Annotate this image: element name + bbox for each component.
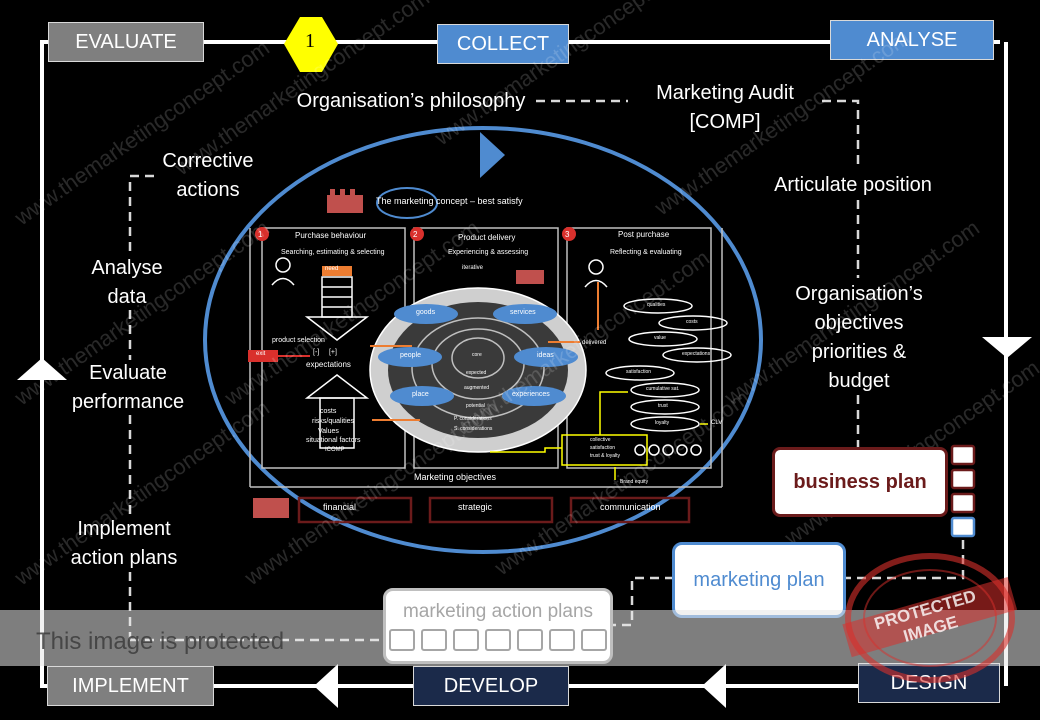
collective-l3: trust & loyalty — [590, 453, 621, 459]
term-product-selection: product selection — [272, 337, 325, 344]
inner-title: The marketing concept – best satisfy — [376, 196, 523, 206]
marketing-plan-box[interactable]: marketing plan — [672, 542, 846, 618]
term-minus-plus: [-] [+] — [313, 349, 337, 356]
term-iterative: iterative — [462, 265, 484, 271]
stage-analyse[interactable]: ANALYSE — [830, 20, 994, 60]
section2-title: Product delivery — [458, 233, 516, 242]
label-corrective-l1: Corrective — [162, 150, 254, 172]
oval-cumulative: cumulative sat. — [646, 386, 680, 392]
term-values: Values — [318, 428, 339, 435]
ring-core: core — [472, 352, 482, 358]
section1-sub: Searching, estimating & selecting — [281, 249, 385, 256]
action-square — [389, 629, 415, 651]
oval-trust: trust — [658, 403, 668, 409]
marketing-objectives-label: Marketing objectives — [414, 472, 497, 482]
section2-num: 2 — [413, 230, 418, 239]
label-objectives-l2: objectives — [814, 312, 904, 334]
step-marker-shape — [284, 17, 338, 72]
oval-costs: costs — [686, 319, 698, 325]
ring-p-considerations: P. considerations — [454, 416, 492, 422]
section3-num: 3 — [565, 230, 570, 239]
section3-title: Post purchase — [618, 230, 670, 239]
label-audit-l1: Marketing Audit — [656, 82, 794, 104]
business-plan-box[interactable]: business plan — [772, 447, 948, 517]
core-ellipse — [203, 126, 763, 554]
term-risks: risks/qualities — [312, 418, 355, 425]
label-evaluate-l1: Evaluate — [89, 362, 167, 384]
term-delivered: delivered — [582, 340, 607, 346]
section1-num: 1 — [258, 230, 263, 239]
oval-expectations: expectations — [682, 351, 711, 357]
label-corrective-l2: actions — [176, 179, 240, 201]
label-analyse-l1: Analyse — [91, 257, 163, 279]
arrow-up-left — [17, 358, 67, 380]
action-square — [517, 629, 543, 651]
section3-sub: Reflecting & evaluating — [610, 249, 682, 256]
section1-title: Purchase behaviour — [295, 231, 367, 240]
marketing-action-plans-box[interactable]: marketing action plans — [383, 588, 613, 664]
action-plan-squares — [386, 629, 610, 651]
stage-evaluate[interactable]: EVALUATE — [48, 22, 204, 62]
action-square — [421, 629, 447, 651]
oval-satisfaction: satisfaction — [626, 369, 652, 375]
label-analyse-l2: data — [107, 286, 147, 308]
plan-squares — [950, 444, 976, 538]
label-implement-l2: action plans — [70, 547, 178, 569]
objective-financial: financial — [323, 502, 357, 512]
action-square — [453, 629, 479, 651]
label-articulate: Articulate position — [774, 174, 932, 196]
collective-l1: collective — [590, 437, 611, 443]
petal-goods: goods — [416, 309, 436, 316]
label-objectives-l4: budget — [828, 370, 890, 392]
stage-collect[interactable]: COLLECT — [437, 24, 569, 64]
arrow-down-right — [982, 337, 1032, 358]
collective-l2: satisfaction — [590, 445, 616, 451]
brand-equity: Brand equity — [620, 479, 649, 485]
arrow-left-bottom-1 — [702, 664, 726, 708]
action-square — [485, 629, 511, 651]
stage-develop[interactable]: DEVELOP — [413, 666, 569, 706]
label-evaluate-l2: performance — [71, 391, 185, 413]
oval-value: value — [654, 335, 666, 341]
petal-people: people — [400, 352, 422, 359]
label-objectives-l3: priorities & — [811, 341, 907, 363]
section2-sub: Experiencing & assessing — [448, 249, 529, 256]
oval-loyalty: loyalty — [655, 420, 670, 426]
objective-communication: communication — [600, 502, 661, 512]
term-icomp: ICOMP — [325, 447, 345, 453]
petal-ideas: ideas — [537, 352, 554, 359]
term-need: need — [325, 266, 339, 272]
ring-expected: expected — [466, 370, 487, 376]
ring-augmented: augmented — [464, 385, 490, 391]
oval-qualities: qualities — [647, 302, 666, 308]
label-implement-l1: Implement — [77, 518, 171, 540]
term-expectations: expectations — [306, 360, 351, 369]
action-square — [549, 629, 575, 651]
stage-implement[interactable]: IMPLEMENT — [47, 666, 214, 706]
label-philosophy: Organisation’s philosophy — [296, 90, 526, 112]
arrow-left-bottom-2 — [314, 664, 338, 708]
inner-marketing-concept — [248, 187, 732, 524]
petal-experiences: experiences — [512, 391, 550, 398]
step-marker-number: 1 — [305, 30, 315, 52]
label-audit-l2: [COMP] — [689, 111, 761, 133]
petal-services: services — [510, 309, 536, 316]
arrow-right-top — [480, 132, 505, 178]
ring-potential: potential — [466, 403, 485, 409]
term-clv: CLV — [711, 420, 723, 426]
action-square — [581, 629, 607, 651]
term-exit: exit — [256, 351, 266, 357]
protection-banner-text: This image is protected — [36, 628, 285, 655]
term-situational: situational factors — [306, 437, 361, 444]
marketing-action-plans-label: marketing action plans — [402, 601, 594, 622]
ring-s-considerations: S. considerations — [454, 426, 493, 432]
protected-stamp-graphic — [842, 553, 1018, 683]
objective-strategic: strategic — [458, 502, 493, 512]
term-costs: costs — [320, 408, 337, 415]
petal-place: place — [412, 391, 429, 398]
label-objectives-l1: Organisation’s — [795, 283, 923, 305]
